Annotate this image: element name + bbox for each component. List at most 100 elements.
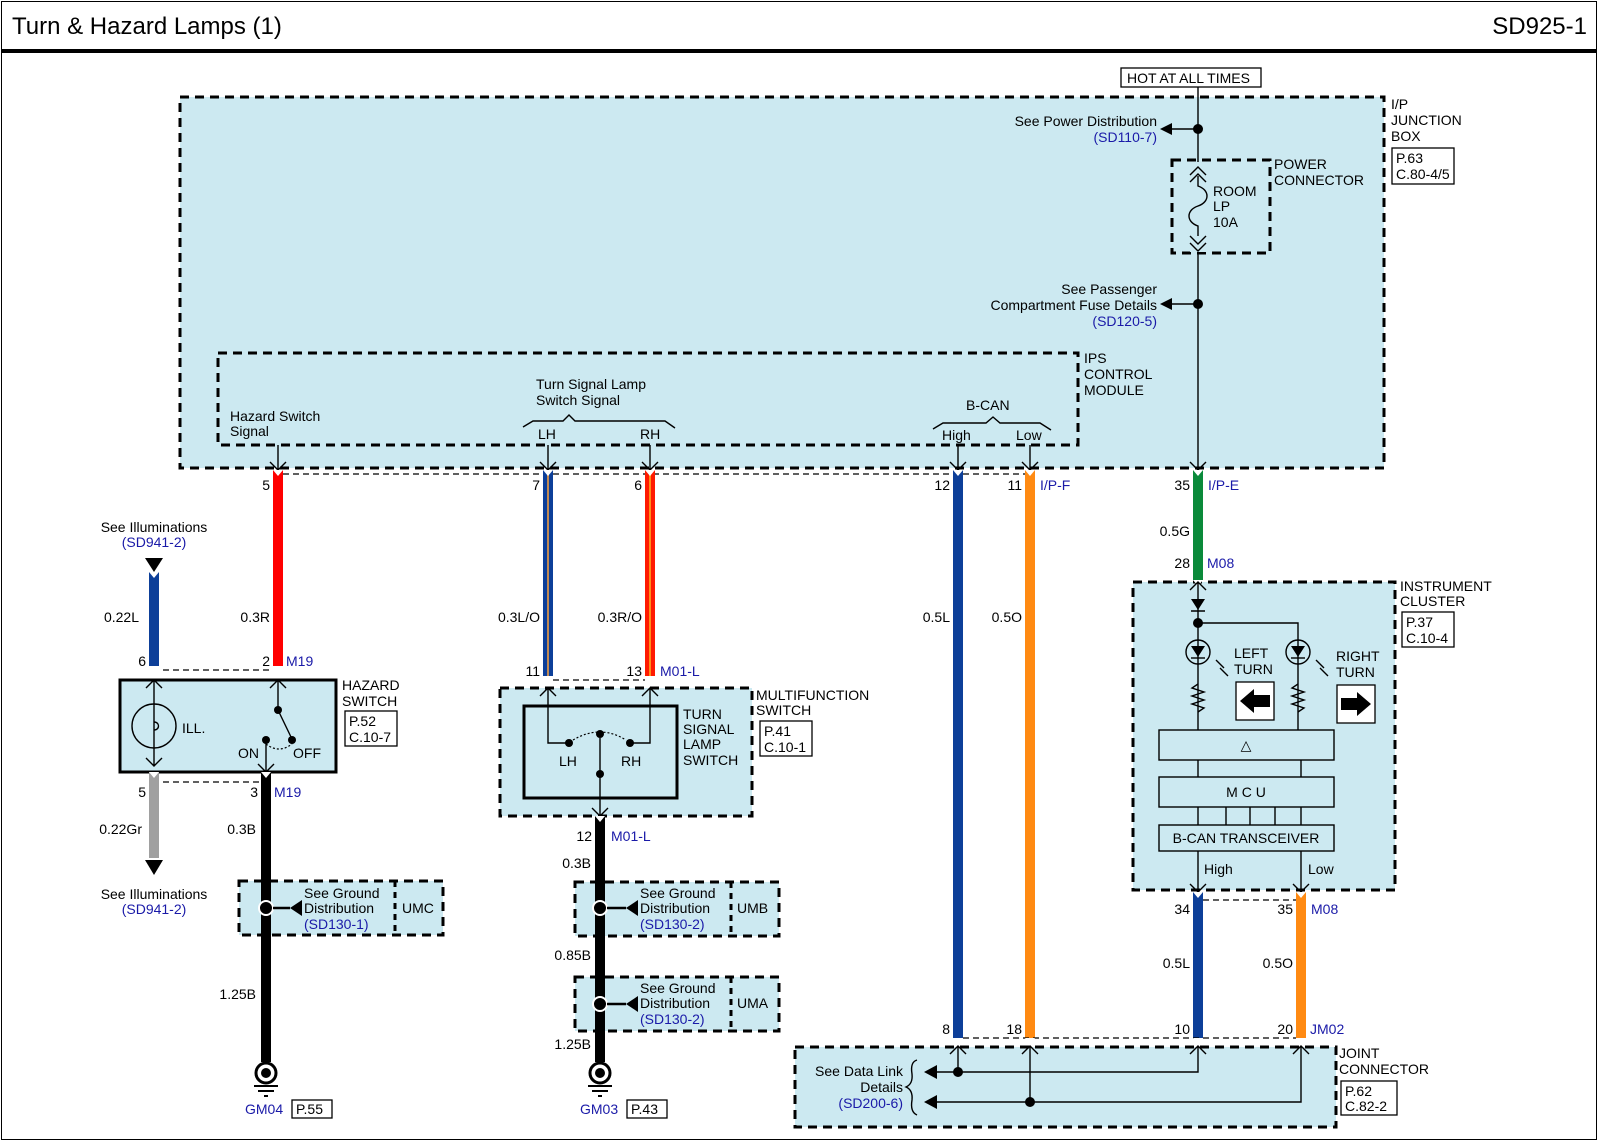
- wire-gauge-label: 0.22L: [104, 609, 139, 625]
- title-bar: Turn & Hazard Lamps (1) SD925-1: [1, 1, 1597, 53]
- mfs-lh-label: LH: [559, 753, 577, 769]
- hazard-signal-label-1: Hazard Switch: [230, 408, 320, 424]
- left-turn-label-1: LEFT: [1234, 645, 1269, 661]
- connector-ip-f[interactable]: I/P-F: [1040, 477, 1070, 493]
- wire-ill-top[interactable]: [149, 572, 159, 666]
- connector-jm02[interactable]: JM02: [1310, 1021, 1344, 1037]
- pin-label: 3: [250, 784, 258, 800]
- diode-icon: [1191, 599, 1205, 610]
- instrument-cluster-ref-2[interactable]: C.10-4: [1406, 630, 1448, 646]
- instrument-cluster-ref-box: [1401, 611, 1455, 648]
- ground-gm03-ref[interactable]: P.43: [631, 1101, 658, 1117]
- ground-gm03-label[interactable]: GM03: [580, 1101, 618, 1117]
- illuminations-top-text: See Illuminations: [101, 519, 208, 535]
- data-link-ref-link[interactable]: (SD200-6): [838, 1095, 903, 1111]
- wire-gauge-label: 1.25B: [219, 986, 256, 1002]
- connector-m08-bottom[interactable]: M08: [1311, 901, 1338, 917]
- wire-gauge-label: 0.3B: [227, 821, 256, 837]
- ip-junction-box-ref-box: [1391, 147, 1455, 185]
- jc-pin-18: [1021, 1045, 1039, 1102]
- mfs-rh-label: RH: [621, 753, 641, 769]
- connector-m08[interactable]: M08: [1207, 555, 1234, 571]
- joint-connector-ref-1[interactable]: P.62: [1345, 1083, 1372, 1099]
- ip-junction-box-outline: [178, 95, 1386, 470]
- connector-m01l-bottom[interactable]: M01-L: [611, 828, 651, 844]
- pin-label: 12: [576, 828, 592, 844]
- multifunction-switch-label-1: MULTIFUNCTION: [756, 687, 869, 703]
- mcu-label: M C U: [1226, 784, 1266, 800]
- multifunction-switch-ref-2[interactable]: C.10-1: [764, 739, 806, 755]
- jc-pin-20: [937, 1045, 1310, 1103]
- wire-gauge-label: 1.25B: [554, 1036, 591, 1052]
- illuminations-top-ref-link[interactable]: (SD941-2): [122, 534, 187, 550]
- power-dist-ref-link[interactable]: (SD110-7): [1093, 129, 1157, 145]
- wire-gauge-label: 0.5G: [1160, 523, 1190, 539]
- ground-umb-label: UMB: [737, 900, 768, 916]
- pin-chevrons: [543, 676, 655, 682]
- cluster-display-block: [1158, 729, 1335, 761]
- wire-cluster-high[interactable]: [1193, 892, 1203, 1038]
- connector-ip-e[interactable]: I/P-E: [1208, 477, 1239, 493]
- wire-gauge-label: 0.3R/O: [598, 609, 642, 625]
- power-connector-label-1: POWER: [1274, 156, 1327, 172]
- instrument-cluster-ref-1[interactable]: P.37: [1406, 614, 1433, 630]
- wire-mfs-ground[interactable]: [595, 816, 605, 1062]
- hazard-switch-ref-1[interactable]: P.52: [349, 713, 376, 729]
- ground-gm04-ref-box: [291, 1099, 333, 1119]
- ground-umc-text-1: See Ground: [304, 885, 380, 901]
- ground-uma-ref-link[interactable]: (SD130-2): [640, 1011, 705, 1027]
- arrow-left-icon: [924, 1065, 937, 1079]
- illum-line: [145, 679, 163, 767]
- fuse-detail-ref-link[interactable]: (SD120-5): [1092, 313, 1157, 329]
- hazard-switch-ref-2[interactable]: C.10-7: [349, 729, 391, 745]
- fuse-detail-text-1: See Passenger: [1061, 281, 1157, 297]
- wire-power-green[interactable]: [1193, 470, 1203, 580]
- wire-gauge-label: 0.5O: [1263, 955, 1293, 971]
- pin-label: 13: [626, 663, 642, 679]
- power-connector-label-2: CONNECTOR: [1274, 172, 1364, 188]
- wire-bcan-high[interactable]: [953, 470, 963, 1038]
- illuminations-bottom-ref-link[interactable]: (SD941-2): [122, 901, 187, 917]
- ip-junction-box-label-1: I/P: [1391, 96, 1408, 112]
- cluster-bus-lines: [1197, 760, 1302, 777]
- ground-gm04-label[interactable]: GM04: [245, 1101, 283, 1117]
- mfs-inner-label-3: LAMP: [683, 736, 721, 752]
- hazard-switch-label-1: HAZARD: [342, 677, 400, 693]
- joint-connector-ref-2[interactable]: C.82-2: [1345, 1098, 1387, 1114]
- junction-dot: [953, 1067, 963, 1077]
- wire-turn-lh[interactable]: [543, 470, 553, 676]
- mfs-inner-label-4: SWITCH: [683, 752, 738, 768]
- wire-gauge-label: 0.5L: [1163, 955, 1190, 971]
- connector-m19-bottom[interactable]: M19: [274, 784, 301, 800]
- ground-umc-ref-link[interactable]: (SD130-1): [304, 916, 369, 932]
- pin-label: 10: [1174, 1021, 1190, 1037]
- ground-gm04-ref[interactable]: P.55: [296, 1101, 323, 1117]
- pin-label: 12: [934, 477, 950, 493]
- brace-icon: [904, 1059, 918, 1116]
- right-turn-label-2: TURN: [1336, 664, 1375, 680]
- wire-gauge-label: 0.22Gr: [99, 821, 142, 837]
- ground-umc-label: UMC: [402, 900, 434, 916]
- wire-hazard-signal[interactable]: [273, 470, 283, 666]
- wire-bcan-low[interactable]: [1025, 470, 1035, 1038]
- connector-m19[interactable]: M19: [286, 653, 313, 669]
- hot-at-all-times-label: HOT AT ALL TIMES: [1127, 70, 1250, 86]
- ground-umb-ref-link[interactable]: (SD130-2): [640, 916, 705, 932]
- wire-cluster-low[interactable]: [1296, 892, 1306, 1038]
- arrow-left-icon: [626, 996, 638, 1012]
- wire-turn-rh[interactable]: [645, 470, 655, 676]
- connector-m01l[interactable]: M01-L: [660, 663, 700, 679]
- ground-gm03-icon: [588, 1061, 612, 1097]
- pin-label: 5: [262, 477, 270, 493]
- multifunction-switch-ref-1[interactable]: P.41: [764, 723, 791, 739]
- ip-junction-box-ref-1[interactable]: P.63: [1396, 150, 1423, 166]
- joint-connector-label-2: CONNECTOR: [1339, 1061, 1429, 1077]
- left-turn-led-icon: [1185, 639, 1229, 677]
- wire-gauge-label: 0.3R: [240, 609, 270, 625]
- fuse-detail-text-2: Compartment Fuse Details: [990, 297, 1157, 313]
- ground-gm04-icon: [254, 1061, 278, 1097]
- illuminations-bottom-text: See Illuminations: [101, 886, 208, 902]
- pin-label: 35: [1277, 901, 1293, 917]
- ip-junction-box-ref-2[interactable]: C.80-4/5: [1396, 166, 1450, 182]
- wire-ill-bottom[interactable]: [149, 772, 159, 858]
